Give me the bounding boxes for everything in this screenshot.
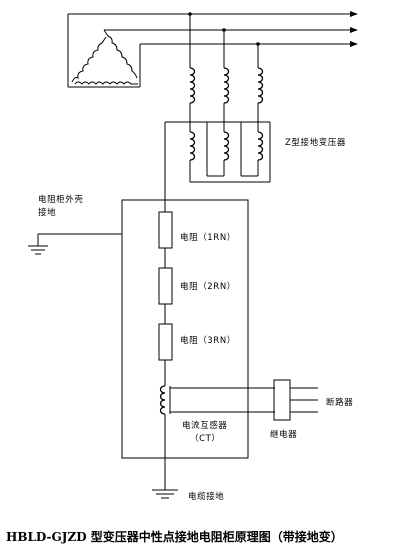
z-transformer-upper: [189, 14, 264, 122]
three-phase-bus: [68, 11, 358, 47]
resistor-2rn: [158, 267, 173, 305]
ct-label-line2: （CT）: [190, 433, 221, 444]
cabinet-ground: [28, 233, 122, 255]
arrow-icon: [350, 27, 358, 33]
resistor-3rn: [158, 323, 173, 361]
cabinet-ground-label-line1: 电阻柜外壳: [38, 194, 84, 205]
diagram-title: HBLD-GJZD 型变压器中性点接地电阻柜原理图（带接地变）: [6, 529, 343, 544]
cabinet-ground-label-line2: 接地: [38, 207, 56, 218]
z-transformer-label: Z型接地变压器: [285, 137, 346, 148]
delta-winding: [67, 14, 141, 88]
resistor-3-label: 电阻（3RN）: [180, 335, 236, 346]
resistor-1rn: [158, 211, 173, 249]
cable-ground: [152, 489, 178, 499]
resistor-1-label: 电阻（1RN）: [180, 232, 236, 243]
resistor-chain: [158, 200, 173, 386]
cable-ground-label: 电缆接地: [188, 491, 224, 502]
ct-label-line1: 电流互感器: [182, 420, 228, 431]
breaker-label: 断路器: [326, 397, 353, 408]
resistor-2-label: 电阻（2RN）: [180, 281, 236, 292]
arrow-icon: [350, 11, 358, 17]
z-transformer-lower: [164, 121, 271, 200]
resistor-cabinet: [121, 199, 249, 459]
current-transformer: [159, 385, 275, 490]
arrow-icon: [350, 41, 358, 47]
relay-label: 继电器: [270, 429, 297, 440]
relay: [273, 379, 318, 421]
